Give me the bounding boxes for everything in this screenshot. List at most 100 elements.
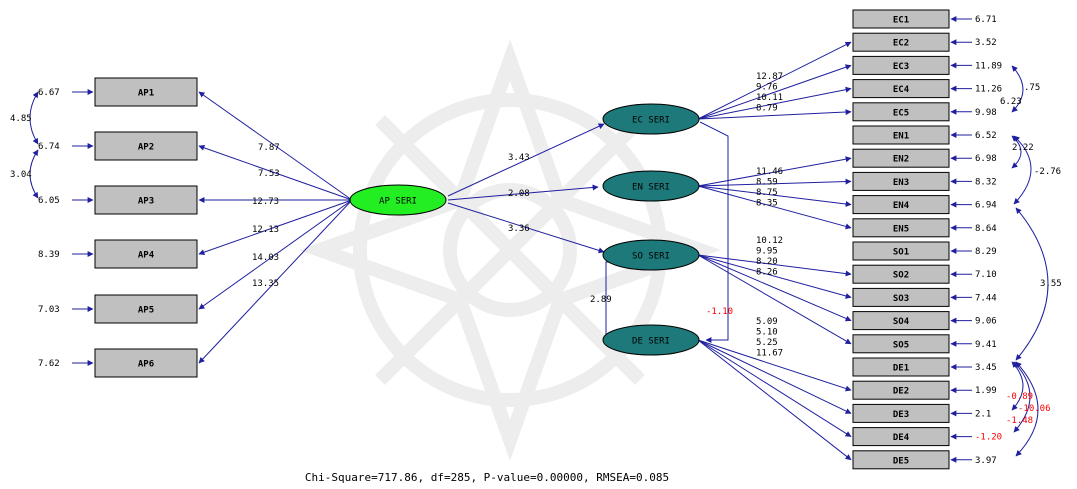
error-value: 8.32 xyxy=(975,177,997,187)
observed-label: EC1 xyxy=(893,16,909,26)
observed-box xyxy=(852,380,950,400)
error-value: 7.62 xyxy=(38,359,60,369)
observed-label: EC2 xyxy=(893,39,909,49)
observed-box xyxy=(852,148,950,168)
observed-box xyxy=(852,55,950,75)
loading-value: 5.09 xyxy=(756,317,778,327)
loading-path xyxy=(697,156,852,187)
observed-box xyxy=(852,171,950,191)
cov-value-ec3-ec5-a: .75 xyxy=(1024,83,1040,93)
latent-de: DE SERI xyxy=(602,324,700,356)
latent-en: EN SERI xyxy=(602,170,700,202)
struct-value-ap-en: 2.08 xyxy=(508,189,530,199)
error-value: 3.97 xyxy=(975,456,997,466)
loading-path xyxy=(697,339,852,392)
observed-label: EC4 xyxy=(893,85,910,95)
cov-value-en1-en3: 2.22 xyxy=(1012,143,1034,153)
cov-ap2-ap3 xyxy=(29,149,39,199)
observed-box xyxy=(852,125,950,145)
loading-path xyxy=(697,254,852,345)
loading-path xyxy=(697,185,852,207)
loading-path xyxy=(697,254,852,322)
cov-value-de-b: -10.06 xyxy=(1018,404,1051,414)
error-value: 8.39 xyxy=(38,250,60,260)
observed-label: DE1 xyxy=(893,364,909,374)
error-value: 6.71 xyxy=(975,15,997,25)
error-value: 1.99 xyxy=(975,386,997,396)
path-ec-to-de xyxy=(699,121,729,343)
error-value: 9.06 xyxy=(975,317,997,327)
loading-value: 14.03 xyxy=(252,253,279,263)
latent-so: SO SERI xyxy=(602,239,700,271)
error-value: 6.52 xyxy=(975,131,997,141)
observed-box xyxy=(94,348,198,378)
watermark-ornament xyxy=(299,39,721,461)
error-value: 3.45 xyxy=(975,363,997,373)
loading-value: 11.46 xyxy=(756,167,783,177)
error-value: 11.89 xyxy=(975,61,1002,71)
observed-label: SO3 xyxy=(893,294,909,304)
right-item-de4: DE4-1.205.25 xyxy=(697,338,1002,447)
observed-label: SO4 xyxy=(893,317,910,327)
loading-path xyxy=(697,339,852,438)
error-value: 6.74 xyxy=(38,142,60,152)
observed-box xyxy=(852,311,950,331)
loading-value: 8.79 xyxy=(756,104,778,114)
loading-path xyxy=(198,144,353,201)
cov-de1-de5 xyxy=(1015,361,1039,457)
loading-path xyxy=(198,91,353,201)
right-item-de1: DE1 3.45 xyxy=(852,357,997,377)
cov-value-en1-en4: -2.76 xyxy=(1034,167,1061,177)
observed-box xyxy=(852,450,950,470)
loading-value: 8.26 xyxy=(756,268,778,278)
cov-value-en4-de1: 3.55 xyxy=(1040,279,1062,289)
loading-path xyxy=(697,86,852,120)
latent-ap-ellipse xyxy=(349,184,447,216)
observed-label: AP2 xyxy=(138,143,154,153)
observed-box xyxy=(852,102,950,122)
latent-so-label: SO SERI xyxy=(632,252,670,262)
loading-value: 12.87 xyxy=(756,72,783,82)
error-value: 9.41 xyxy=(975,340,997,350)
loading-value: 8.59 xyxy=(756,178,778,188)
loading-value: 9.76 xyxy=(756,83,778,93)
observed-label: EC5 xyxy=(893,108,909,118)
cov-value-de-a: -0.89 xyxy=(1006,392,1033,402)
loading-path xyxy=(697,254,852,277)
error-value: 7.03 xyxy=(38,305,60,315)
cov-value-ap2-ap3: 3.04 xyxy=(10,170,32,180)
error-value: 7.44 xyxy=(975,293,997,303)
error-value: 11.26 xyxy=(975,85,1002,95)
loading-value: 11.67 xyxy=(756,349,783,359)
observed-box xyxy=(852,287,950,307)
loading-path xyxy=(198,199,353,364)
observed-box xyxy=(852,9,950,29)
latent-en-label: EN SERI xyxy=(632,183,670,193)
path-ap-to-so xyxy=(447,202,605,254)
loading-value: 5.25 xyxy=(756,338,778,348)
right-item-so5: SO5 9.41 8.26 xyxy=(697,254,997,354)
observed-box xyxy=(852,264,950,284)
latent-ap: AP SERI xyxy=(349,184,447,216)
cov-en1-en4 xyxy=(1013,135,1032,205)
latent-ap-label: AP SERI xyxy=(379,197,417,207)
observed-label: SO5 xyxy=(893,340,909,350)
struct-value-ap-so: 3.36 xyxy=(508,224,530,234)
observed-box xyxy=(852,79,950,99)
observed-box xyxy=(94,239,198,269)
